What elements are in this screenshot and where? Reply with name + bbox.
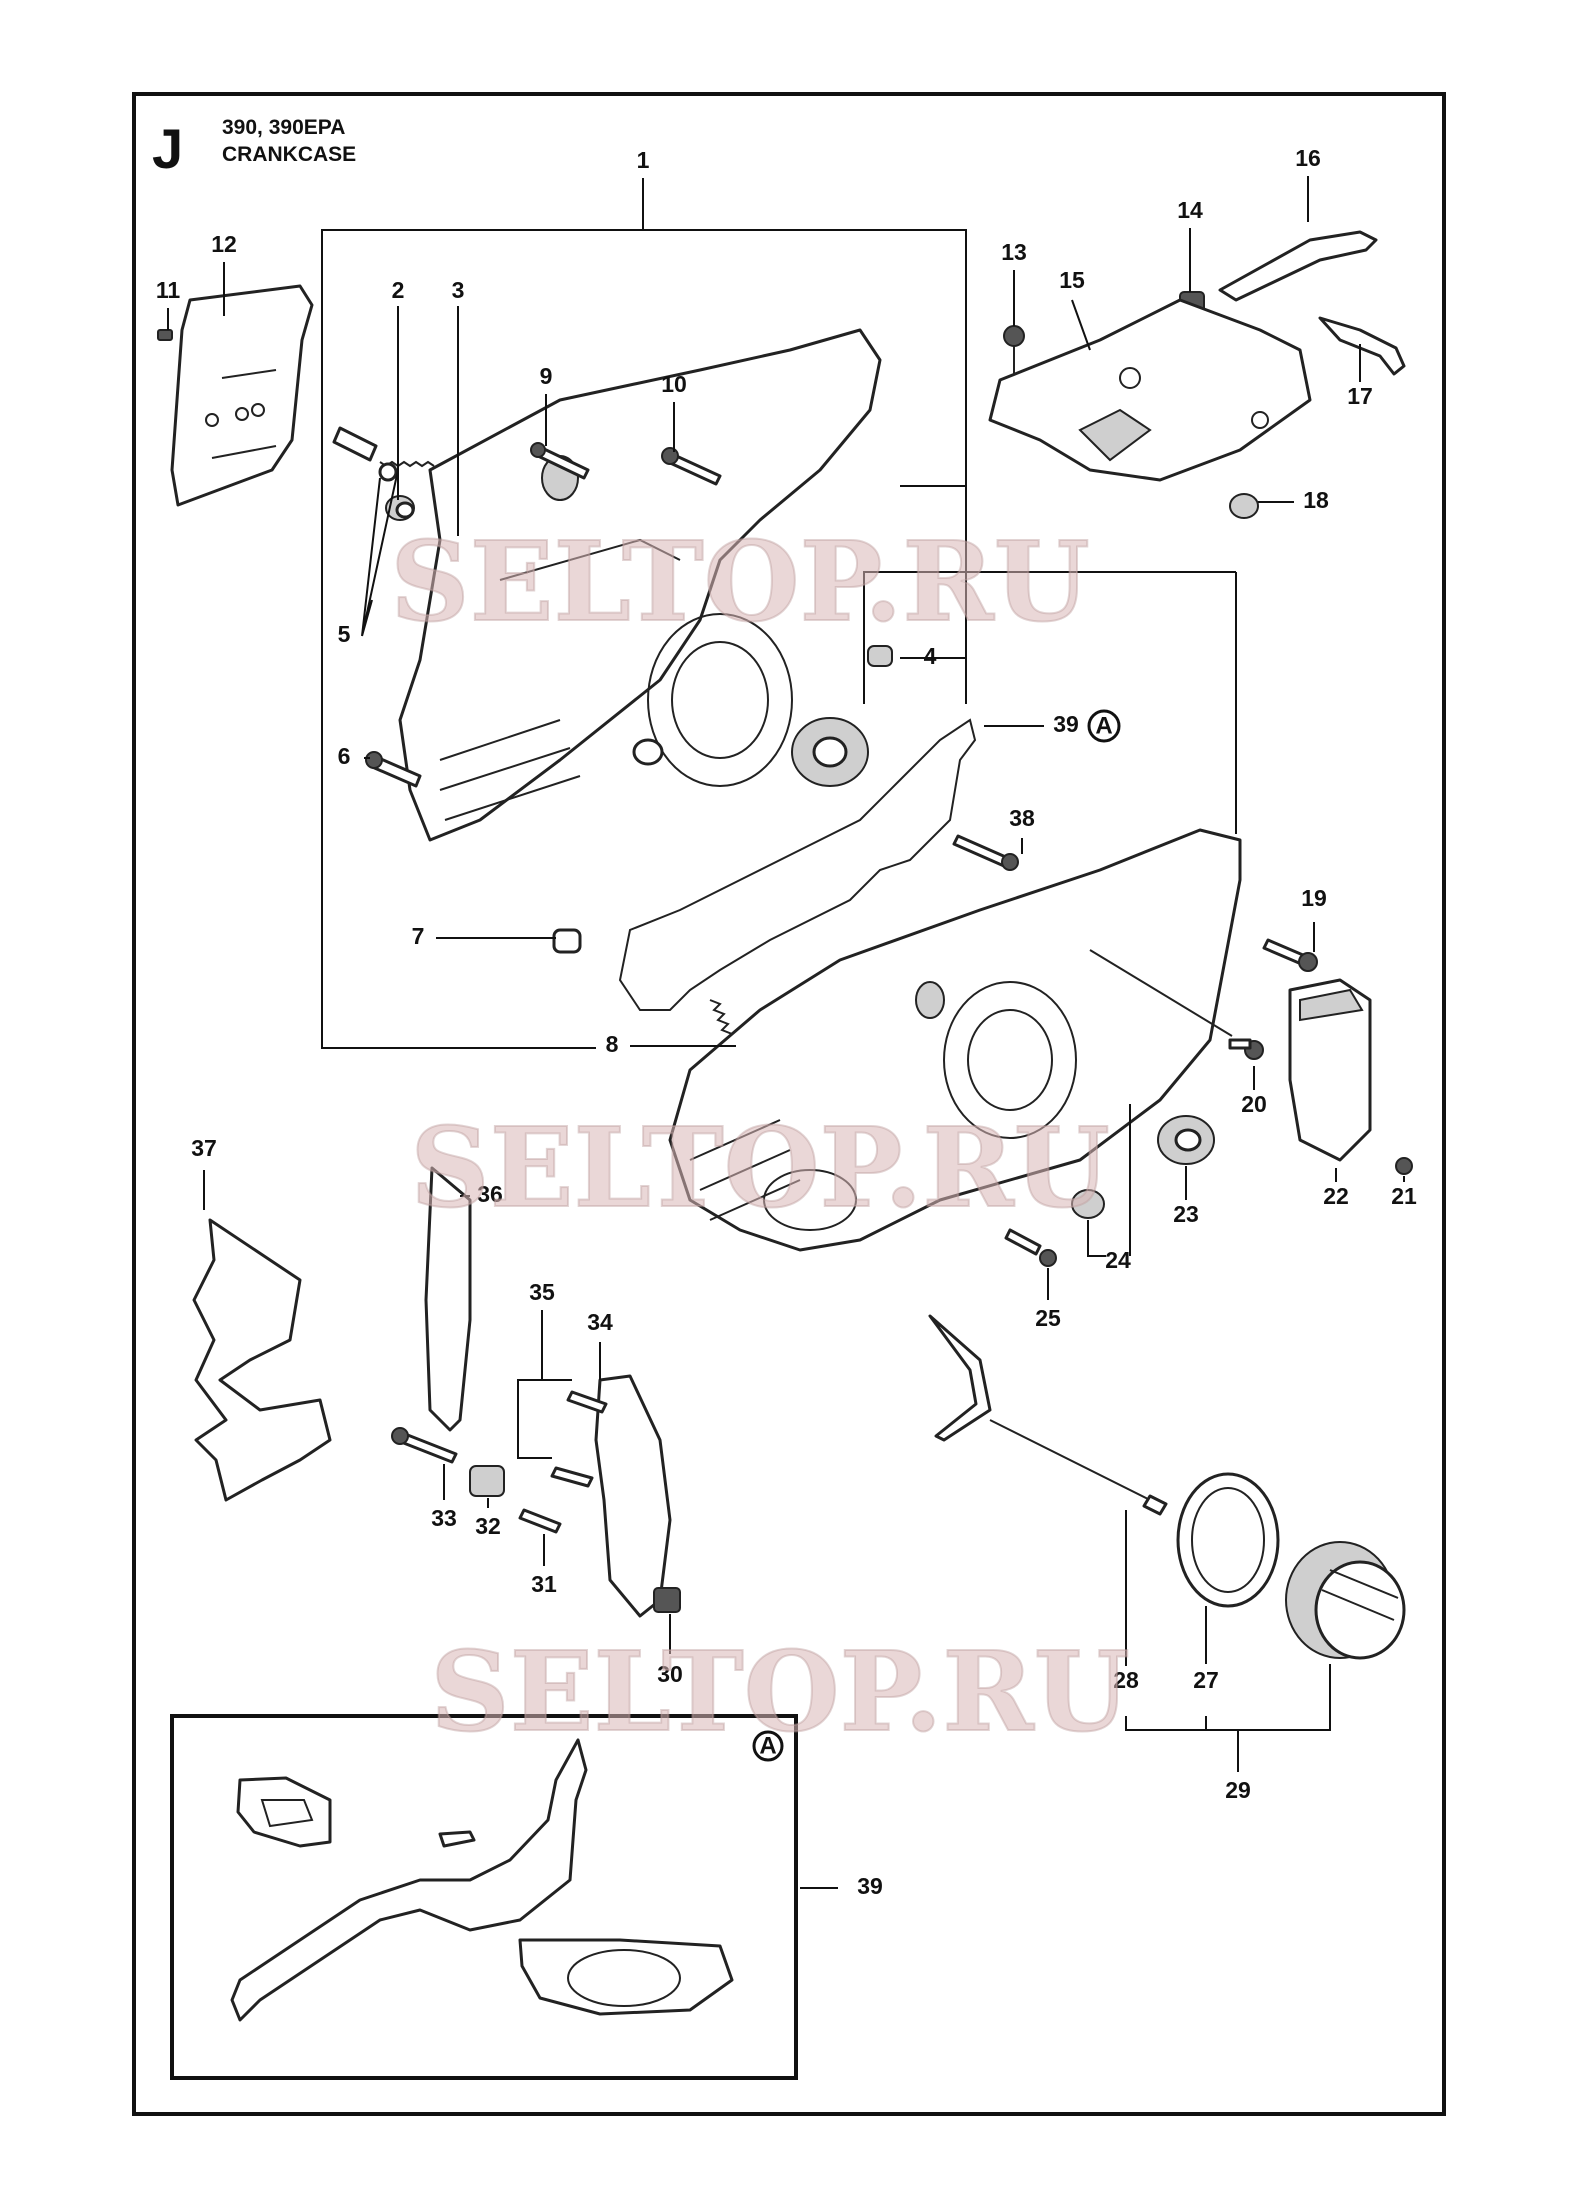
callout-15: 15 bbox=[1059, 267, 1085, 293]
model-numbers: 390, 390EPA bbox=[222, 116, 345, 139]
callout-22: 22 bbox=[1323, 1183, 1349, 1209]
callout-7: 7 bbox=[412, 923, 425, 949]
callout-6: 6 bbox=[338, 743, 351, 769]
detail-a-ref: A bbox=[752, 1730, 784, 1762]
bolt-19 bbox=[1262, 938, 1318, 972]
assembly-title: CRANKCASE bbox=[222, 143, 356, 166]
callout-28: 28 bbox=[1113, 1667, 1139, 1693]
callout-23: 23 bbox=[1173, 1201, 1199, 1227]
bolt-6 bbox=[365, 751, 422, 788]
leader-lines bbox=[167, 176, 1405, 1889]
callout-27: 27 bbox=[1193, 1667, 1219, 1693]
screw-11 bbox=[157, 329, 173, 341]
callout-38: 38 bbox=[1009, 805, 1035, 831]
heat-shield-plate bbox=[170, 284, 314, 507]
cap-gasket-27 bbox=[1176, 1472, 1280, 1608]
nut-30 bbox=[653, 1587, 681, 1613]
detail-a-box bbox=[170, 1714, 798, 2080]
callout-24: 24 bbox=[1105, 1247, 1131, 1273]
sleeve-32 bbox=[469, 1465, 505, 1497]
callout-32: 32 bbox=[475, 1513, 501, 1539]
callout-21: 21 bbox=[1391, 1183, 1417, 1209]
callout-39-main: 39 bbox=[1053, 711, 1079, 737]
screws-35 bbox=[550, 1390, 608, 1488]
svg-text:A: A bbox=[759, 1732, 776, 1759]
cylinder-gasket bbox=[518, 1938, 734, 2016]
callout-17: 17 bbox=[1347, 383, 1373, 409]
bracket-34 bbox=[594, 1374, 672, 1618]
callout-10: 10 bbox=[661, 371, 687, 397]
callout-34: 34 bbox=[587, 1309, 613, 1335]
oil-seal-23 bbox=[1157, 1115, 1215, 1165]
callout-30: 30 bbox=[657, 1661, 683, 1687]
callout-29: 29 bbox=[1225, 1777, 1251, 1803]
callout-16: 16 bbox=[1295, 145, 1321, 171]
bolt-33 bbox=[391, 1427, 458, 1464]
handle-16 bbox=[1218, 230, 1378, 302]
callout-33: 33 bbox=[431, 1505, 457, 1531]
callout-31: 31 bbox=[531, 1571, 557, 1597]
detail-a-ref-main: A bbox=[1087, 709, 1121, 743]
crankcase-gasket-main bbox=[618, 718, 977, 1011]
callout-2: 2 bbox=[392, 277, 405, 303]
callout-25: 25 bbox=[1035, 1305, 1061, 1331]
callout-1: 1 bbox=[637, 147, 650, 173]
screw-21 bbox=[1395, 1157, 1413, 1175]
callout-13: 13 bbox=[1001, 239, 1027, 265]
crankcase-gasket-detail bbox=[230, 1738, 588, 2022]
callout-19: 19 bbox=[1301, 885, 1327, 911]
bolt-31 bbox=[518, 1508, 562, 1534]
callout-12: 12 bbox=[211, 231, 237, 257]
callout-14: 14 bbox=[1177, 197, 1203, 223]
bolt-38 bbox=[952, 834, 1019, 871]
main-bearing bbox=[791, 717, 869, 787]
sleeve-4 bbox=[867, 645, 893, 667]
screw-25 bbox=[1004, 1228, 1057, 1267]
watermark-top: SELTOP.RU bbox=[390, 517, 1089, 646]
pin-and-spring-5 bbox=[332, 426, 435, 482]
fuel-pickup-28 bbox=[928, 1314, 1168, 1516]
callout-37: 37 bbox=[191, 1135, 217, 1161]
watermark-middle: SELTOP.RU bbox=[410, 1103, 1109, 1232]
callout-20: 20 bbox=[1241, 1091, 1267, 1117]
side-cover-22 bbox=[1288, 978, 1372, 1162]
plate-36 bbox=[424, 1166, 472, 1432]
callout-36: 36 bbox=[477, 1181, 503, 1207]
exhaust-gasket bbox=[236, 1776, 332, 1848]
callout-9: 9 bbox=[540, 363, 553, 389]
callout-5: 5 bbox=[338, 621, 351, 647]
bushing-24 bbox=[1071, 1189, 1105, 1219]
bolt-9 bbox=[530, 442, 590, 480]
callout-11: 11 bbox=[156, 277, 181, 303]
grommet-18 bbox=[1229, 493, 1259, 519]
diagram-frame bbox=[132, 92, 1446, 2116]
bolt-10 bbox=[661, 447, 722, 486]
tank-cover-15 bbox=[988, 298, 1312, 482]
rubber-bushing-2 bbox=[385, 495, 415, 521]
callout-3: 3 bbox=[452, 277, 465, 303]
callout-35: 35 bbox=[529, 1279, 555, 1305]
sleeve-7 bbox=[552, 928, 582, 954]
chain-guard-37 bbox=[192, 1218, 332, 1502]
section-letter: J bbox=[152, 117, 183, 180]
callout-39-detail: 39 bbox=[857, 1873, 883, 1899]
callout-labels: 1 2 3 4 5 6 7 8 9 10 11 12 13 14 15 16 1… bbox=[156, 145, 1417, 1899]
fuel-pipe-17 bbox=[1318, 316, 1406, 376]
oil-cap-29 bbox=[1285, 1541, 1406, 1660]
bolt-20 bbox=[1089, 949, 1264, 1060]
callout-4: 4 bbox=[924, 643, 937, 669]
crankcase-half-right bbox=[668, 828, 1242, 1252]
svg-text:A: A bbox=[1095, 712, 1112, 739]
callout-8: 8 bbox=[606, 1031, 619, 1057]
watermark-bottom: SELTOP.RU bbox=[430, 1627, 1129, 1756]
callout-18: 18 bbox=[1303, 487, 1329, 513]
